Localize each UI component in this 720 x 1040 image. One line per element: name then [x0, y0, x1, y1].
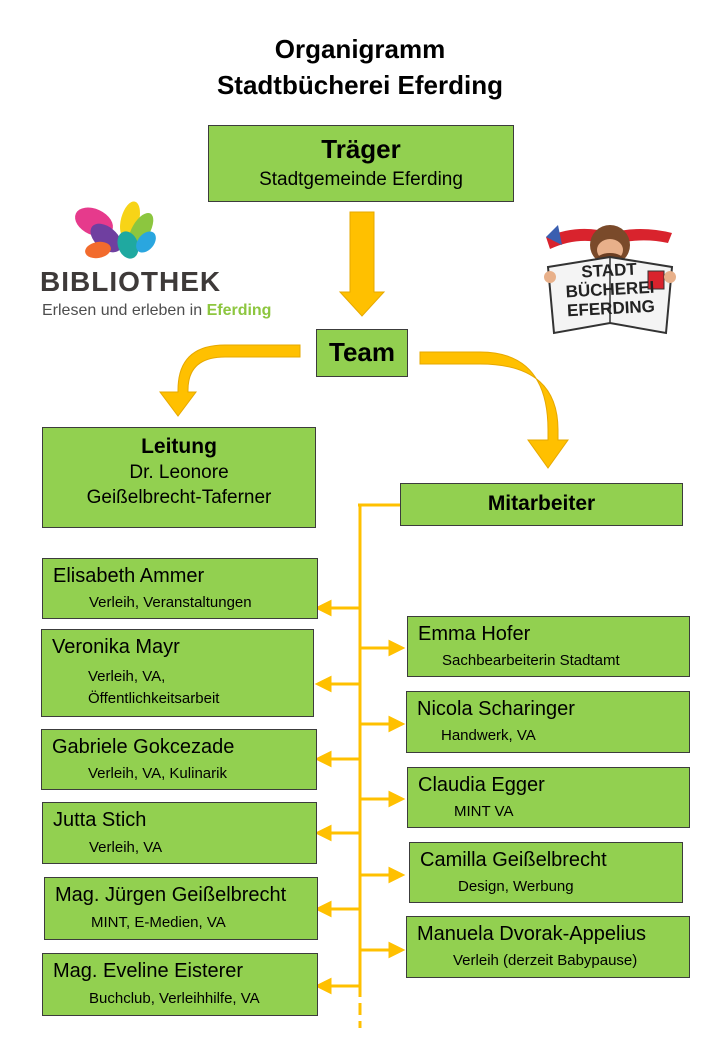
person-name: Elisabeth Ammer [53, 565, 205, 587]
leitung-name-line2: Geißelbrecht-Taferner [86, 487, 272, 508]
stadtbuecherei-logo: STADT BÜCHEREI EFERDING [540, 215, 680, 340]
team-box: Team [316, 329, 408, 377]
person-role: Sachbearbeiterin Stadtamt [442, 652, 620, 669]
right-branch-arrows [360, 639, 406, 959]
person-role: Verleih (derzeit Babypause) [453, 952, 638, 969]
person-name: Mag. Jürgen Geißelbrecht [55, 884, 287, 906]
person-name: Veronika Mayr [52, 636, 180, 658]
person-box-left-3: Gabriele Gokcezade Verleih, VA, Kulinari… [41, 729, 317, 790]
person-role: Verleih, Veranstaltungen [89, 594, 252, 611]
person-name: Camilla Geißelbrecht [420, 849, 607, 871]
tagline-accent: Eferding [206, 302, 272, 319]
person-role: MINT, E-Medien, VA [91, 914, 226, 931]
person-role: Buchclub, Verleihhilfe, VA [89, 990, 260, 1007]
page-title-line2: Stadtbücherei Eferding [216, 70, 504, 100]
bibliothek-logo-name: BIBLIOTHEK [40, 266, 222, 297]
traeger-label: Träger [321, 134, 401, 164]
leitung-label: Leitung [141, 435, 217, 458]
left-branch-arrows [314, 599, 360, 995]
person-name: Mag. Eveline Eisterer [53, 960, 244, 982]
team-label: Team [329, 337, 395, 367]
person-box-right-4: Camilla Geißelbrecht Design, Werbung [409, 842, 683, 903]
bibliothek-logo-tagline: Erlesen und erleben in Eferding [42, 302, 271, 320]
leitung-box: Leitung Dr. Leonore Geißelbrecht-Taferne… [42, 427, 316, 528]
traeger-sub: Stadtgemeinde Eferding [259, 169, 463, 190]
arrow-team-to-mitarbeiter [419, 351, 569, 469]
person-role: Verleih, VA, [88, 668, 166, 685]
person-role: MINT VA [454, 803, 514, 820]
person-box-right-5: Manuela Dvorak-Appelius Verleih (derzeit… [406, 916, 690, 978]
leitung-name-line1: Dr. Leonore [129, 462, 229, 483]
person-box-left-6: Mag. Eveline Eisterer Buchclub, Verleihh… [42, 953, 318, 1016]
person-name: Gabriele Gokcezade [52, 736, 235, 758]
person-role: Öffentlichkeitsarbeit [88, 690, 220, 707]
person-role: Design, Werbung [458, 878, 574, 895]
person-box-right-3: Claudia Egger MINT VA [407, 767, 690, 828]
person-role: Verleih, VA [89, 839, 163, 856]
traeger-box: Träger Stadtgemeinde Eferding [208, 125, 514, 202]
person-box-right-1: Emma Hofer Sachbearbeiterin Stadtamt [407, 616, 690, 677]
arrow-team-to-leitung [159, 344, 301, 417]
person-box-left-2: Veronika Mayr Verleih, VA, Öffentlichkei… [41, 629, 314, 717]
person-name: Nicola Scharinger [417, 698, 575, 720]
person-name: Jutta Stich [53, 809, 147, 831]
reader-mascot-icon [544, 225, 676, 335]
person-box-right-2: Nicola Scharinger Handwerk, VA [406, 691, 690, 753]
mitarbeiter-label: Mitarbeiter [487, 492, 596, 515]
bibliothek-logo: BIBLIOTHEK Erlesen und erleben in Eferdi… [40, 200, 271, 330]
person-box-left-4: Jutta Stich Verleih, VA [42, 802, 317, 864]
person-name: Emma Hofer [418, 623, 531, 645]
person-role: Verleih, VA, Kulinarik [88, 765, 227, 782]
person-box-left-1: Elisabeth Ammer Verleih, Veranstaltungen [42, 558, 318, 619]
stadtbuecherei-logo-text: STADT BÜCHEREI EFERDING [561, 259, 660, 321]
person-name: Manuela Dvorak-Appelius [417, 923, 647, 945]
tagline-main: Erlesen und erleben in [42, 302, 203, 319]
butterfly-icon [75, 201, 156, 259]
person-role: Handwerk, VA [441, 727, 536, 744]
page-title-line1: Organigramm [274, 34, 446, 64]
person-name: Claudia Egger [418, 774, 545, 796]
arrow-traeger-to-team [338, 211, 386, 317]
person-box-left-5: Mag. Jürgen Geißelbrecht MINT, E-Medien,… [44, 877, 318, 940]
mitarbeiter-box: Mitarbeiter [400, 483, 683, 526]
